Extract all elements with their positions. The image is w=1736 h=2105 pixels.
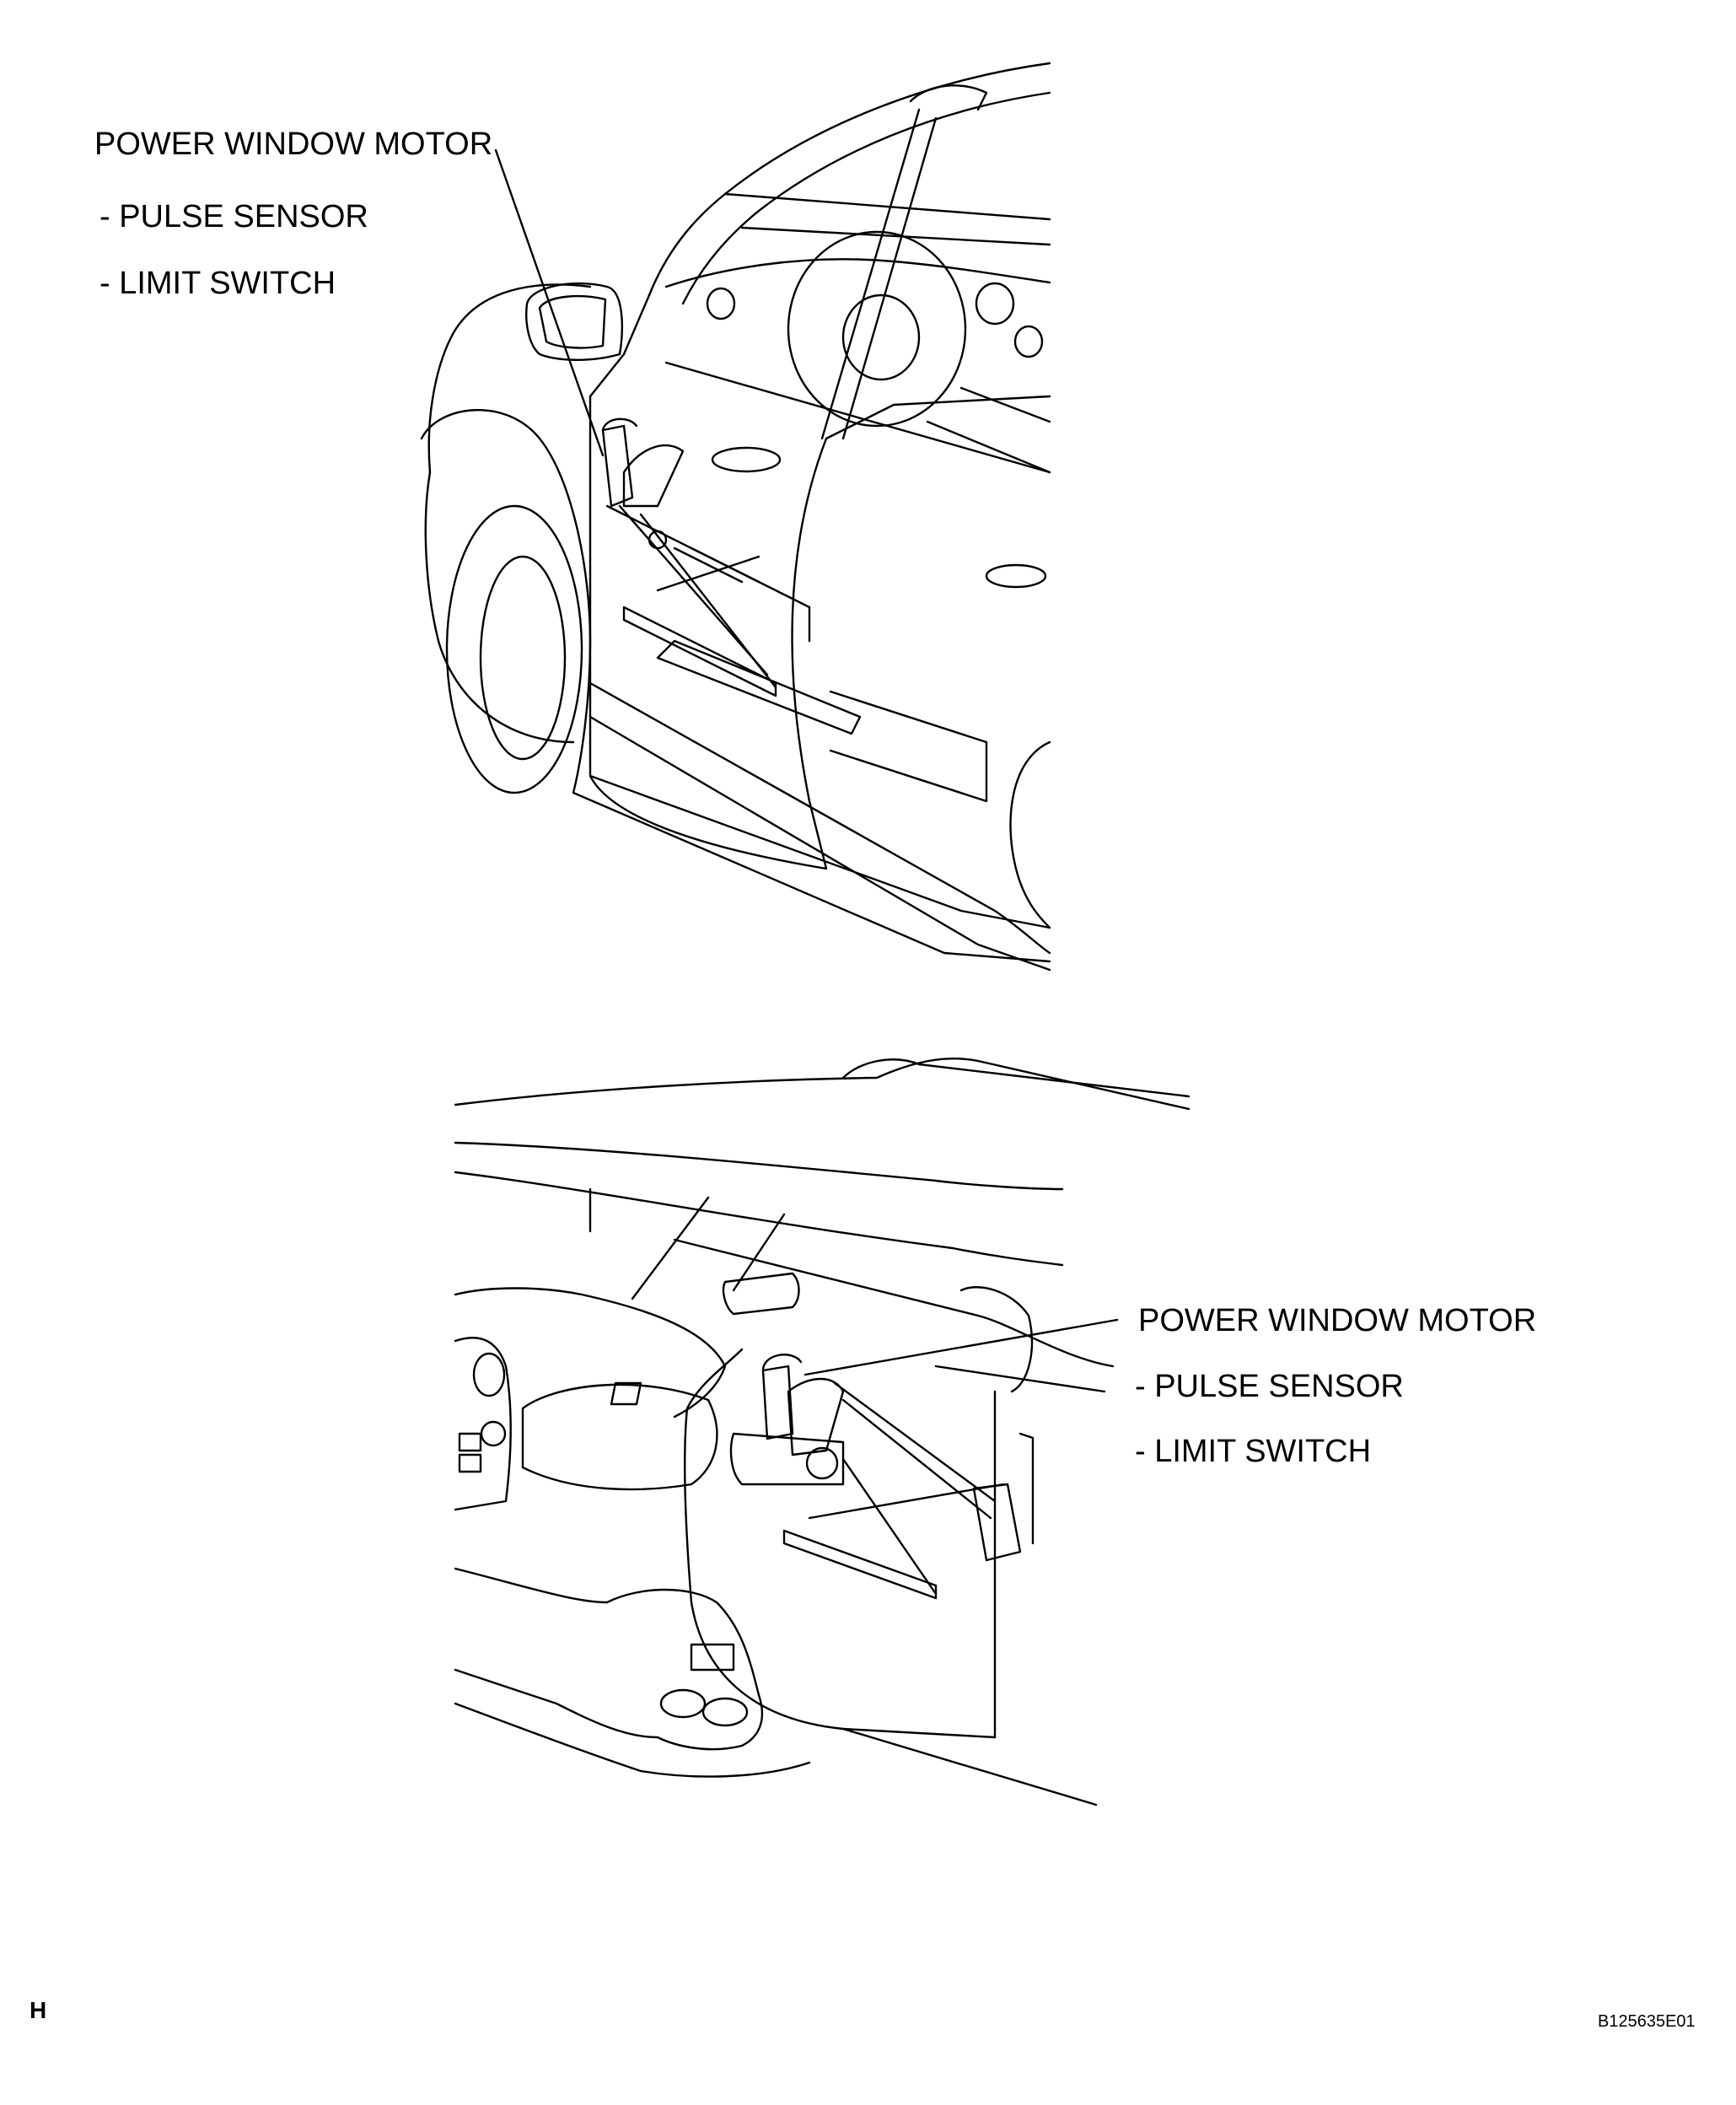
bottom-headliner-2 (454, 1171, 1064, 1267)
top-gauge-2 (975, 282, 1015, 326)
top-regulator-arm-2 (639, 513, 777, 689)
top-regulator-lower-rail (622, 606, 777, 697)
bottom-callout-sub-2: - LIMIT SWITCH (1135, 1434, 1372, 1469)
bottom-regulator-sector-gear (787, 1377, 845, 1456)
bottom-regulator-arm-3 (841, 1457, 938, 1596)
top-steering-wheel (787, 230, 967, 428)
top-fender (424, 471, 575, 744)
bottom-dashboard (454, 1287, 727, 1419)
top-regulator-pivot (648, 530, 668, 550)
bottom-door-seal (934, 1365, 1106, 1393)
top-running-board-2 (589, 715, 1051, 972)
bottom-cupholder-1 (659, 1688, 707, 1719)
top-gauge-3 (1013, 325, 1044, 358)
bottom-regulator-arm-4 (808, 1483, 1005, 1520)
figure-code: B125635E01 (1598, 2012, 1696, 2031)
bottom-floor-console (454, 1567, 764, 1751)
top-console-lines (926, 386, 1051, 474)
top-steering-hub (841, 293, 921, 381)
bottom-regulator-arm-1 (833, 1381, 997, 1503)
bottom-glovebox-handle (610, 1381, 642, 1406)
bottom-center-stack (454, 1337, 512, 1511)
bottom-roof-bow (673, 1238, 1115, 1368)
bottom-regulator-motor (761, 1365, 794, 1440)
bottom-console-switch (690, 1643, 735, 1672)
top-rear-door-panel (829, 690, 988, 803)
top-gauge-1 (706, 287, 736, 320)
top-callout-sub-2: - LIMIT SWITCH (99, 266, 336, 301)
top-a-pillar (589, 293, 651, 398)
top-windshield-frame (723, 192, 1051, 221)
top-regulator-arm-4 (656, 555, 761, 592)
top-regulator-upper-rail (690, 546, 761, 584)
top-regulator-motor (601, 424, 634, 508)
top-window-regulator (601, 417, 777, 697)
top-b-pillar-2 (841, 116, 938, 440)
top-front-rim (479, 555, 567, 761)
top-regulator-sector-gear (622, 444, 685, 508)
bottom-door-latch (972, 1483, 1022, 1562)
bottom-roof-edge (454, 1058, 1190, 1111)
top-roof-inner (681, 91, 1051, 305)
bottom-roof-rail (841, 1058, 1190, 1098)
bottom-floor-line (454, 1702, 811, 1778)
bottom-cross-2 (732, 1213, 786, 1292)
bottom-regulator-lower-rail (782, 1529, 938, 1600)
top-trim-strip (656, 639, 862, 735)
bottom-cross-1 (631, 1196, 710, 1300)
top-b-pillar-1 (820, 108, 921, 440)
bottom-callout-sub-1: - PULSE SENSOR (1135, 1369, 1404, 1404)
top-side-mirror-inner (538, 294, 607, 349)
top-regulator-arm-3 (673, 546, 744, 584)
bottom-window-regulator (729, 1354, 1035, 1600)
top-sill (572, 791, 1051, 963)
top-running-board (589, 681, 1051, 955)
top-roof-rail (909, 84, 988, 111)
top-door-handle-front (711, 446, 782, 473)
bottom-sill-line (841, 1727, 1098, 1806)
section-letter: H (30, 1997, 47, 2023)
top-windshield-inner (740, 226, 1051, 246)
bottom-radio (458, 1432, 482, 1473)
bottom-vehicle-view (454, 1058, 1190, 1806)
top-dashboard-lower (664, 361, 1051, 474)
bottom-vent (472, 1352, 506, 1397)
top-door-lower (589, 774, 1051, 929)
top-regulator-motor-cap (601, 417, 638, 432)
top-dashboard (664, 258, 1051, 288)
top-fender-flare (420, 409, 592, 794)
top-hood (427, 283, 592, 474)
bottom-regulator-housing (729, 1432, 845, 1486)
top-callout-sub-1: - PULSE SENSOR (99, 199, 368, 234)
bottom-cupholder-2 (701, 1697, 749, 1727)
top-roof-line (648, 62, 1051, 297)
top-door-handle-rear (985, 563, 1047, 589)
bottom-leader-line (804, 1318, 1119, 1376)
bottom-glovebox (521, 1383, 718, 1491)
bottom-regulator-motor-cap (761, 1354, 803, 1372)
top-front-door (589, 395, 1051, 870)
bottom-knob (480, 1420, 507, 1447)
top-callout-title: POWER WINDOW MOTOR (94, 127, 493, 162)
bottom-regulator-pivot (805, 1446, 839, 1480)
bottom-callout-title: POWER WINDOW MOTOR (1138, 1303, 1537, 1338)
bottom-regulator-arm-2 (841, 1398, 992, 1520)
bottom-latch-link (1018, 1432, 1035, 1545)
top-rear-wheel-arch (1009, 740, 1051, 929)
bottom-rearview-mirror (722, 1272, 800, 1316)
top-front-tire (445, 504, 583, 794)
top-vehicle-view (420, 62, 1051, 972)
top-side-mirror (525, 282, 623, 361)
top-leader-line (494, 148, 605, 457)
bottom-headliner (454, 1141, 1064, 1191)
bottom-door-frame (684, 1348, 997, 1739)
